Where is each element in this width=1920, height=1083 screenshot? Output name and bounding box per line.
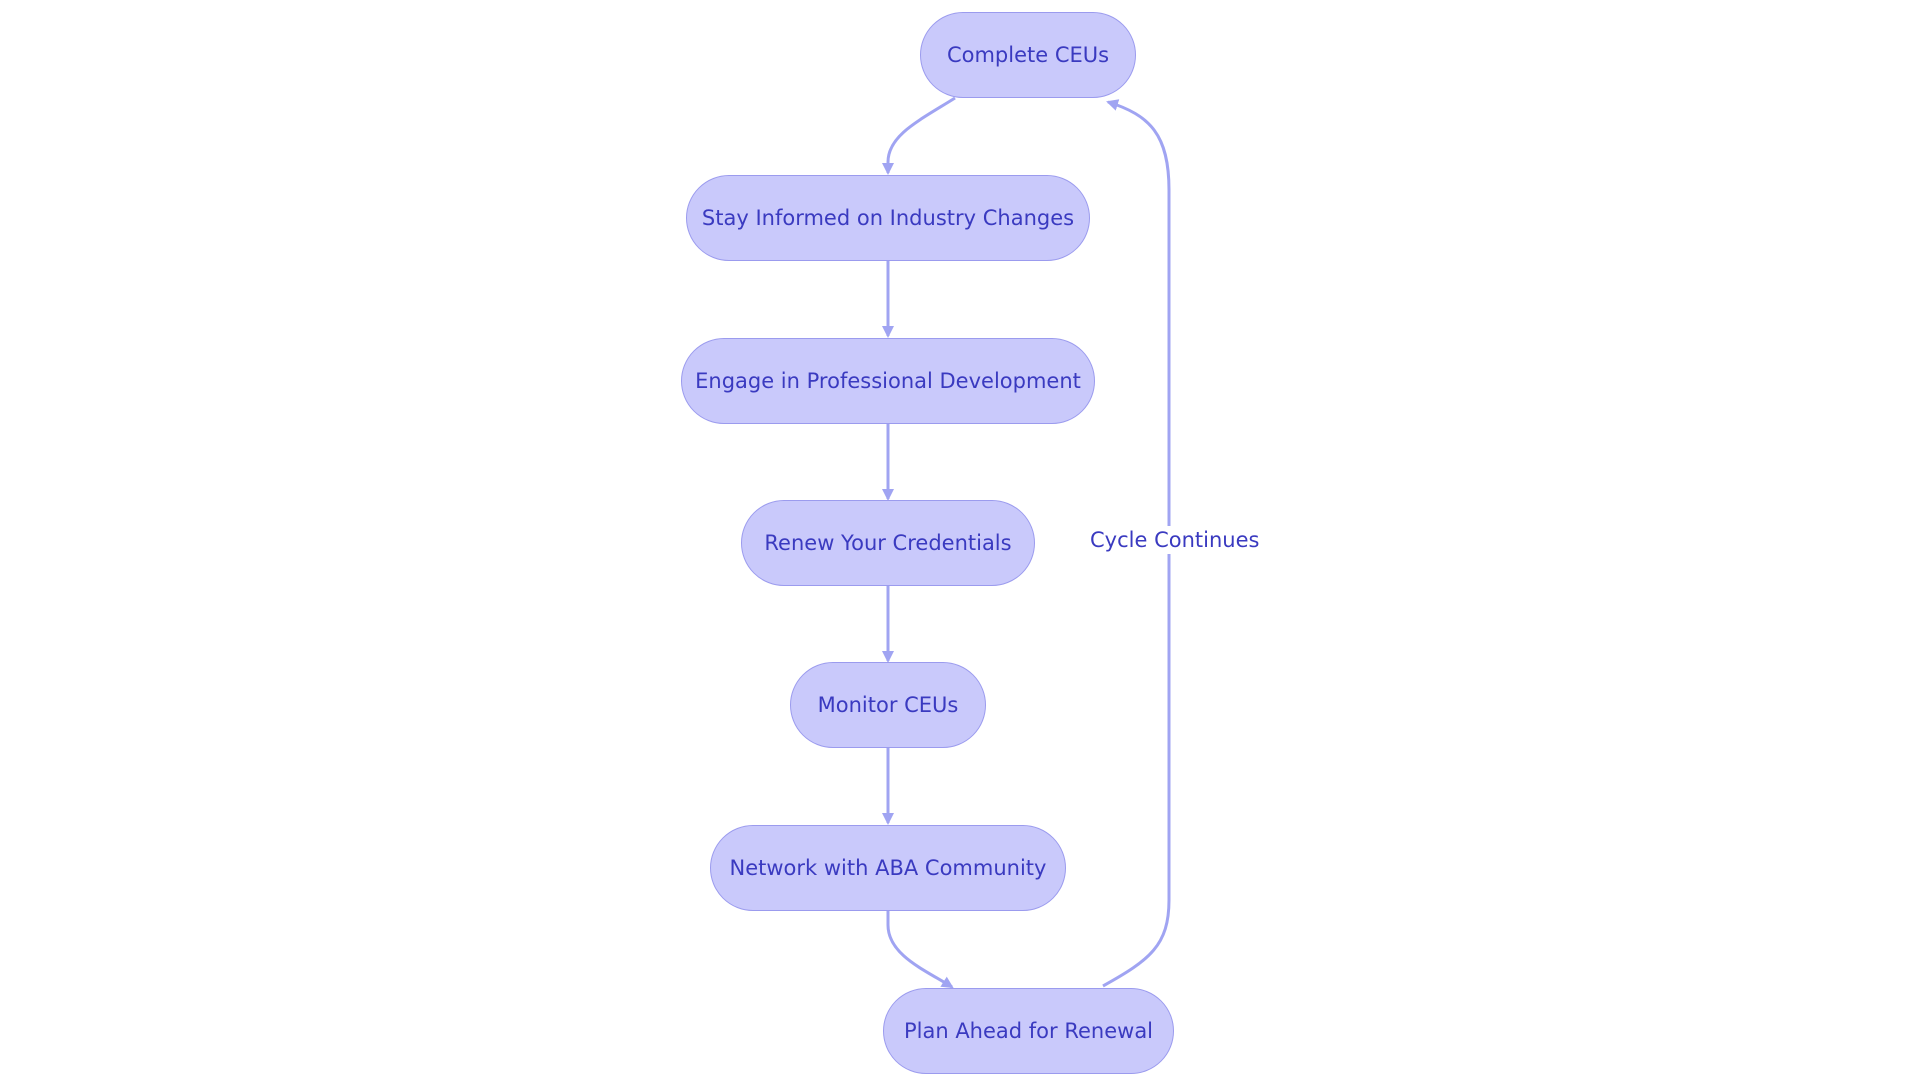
node-engage-professional-development: Engage in Professional Development (681, 338, 1095, 424)
node-label: Monitor CEUs (817, 693, 959, 717)
node-label: Complete CEUs (946, 43, 1110, 67)
node-label: Network with ABA Community (729, 856, 1047, 880)
node-label: Plan Ahead for Renewal (903, 1019, 1154, 1043)
node-label: Engage in Professional Development (695, 369, 1081, 393)
edge-network-to-plan (886, 911, 954, 989)
node-label: Stay Informed on Industry Changes (701, 206, 1075, 230)
node-monitor-ceus: Monitor CEUs (790, 662, 986, 748)
node-network-aba-community: Network with ABA Community (710, 825, 1066, 911)
node-complete-ceus: Complete CEUs (920, 12, 1136, 98)
node-renew-credentials: Renew Your Credentials (741, 500, 1035, 586)
edge-complete-to-informed (882, 96, 956, 175)
node-plan-ahead-renewal: Plan Ahead for Renewal (883, 988, 1174, 1074)
node-label: Renew Your Credentials (764, 531, 1012, 555)
edge-label-cycle-continues: Cycle Continues (1086, 526, 1264, 554)
node-stay-informed: Stay Informed on Industry Changes (686, 175, 1090, 261)
